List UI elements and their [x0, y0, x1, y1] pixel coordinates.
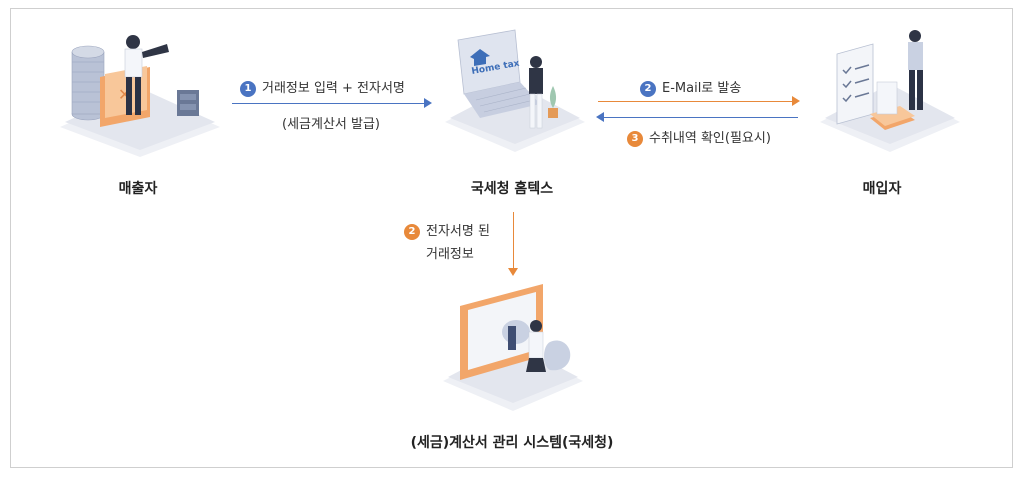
arrow-head [424, 98, 432, 108]
step-badge: 3 [627, 131, 643, 147]
edge4-text-line1: 전자서명 된 [426, 224, 490, 239]
edge2-arrow [598, 96, 800, 106]
edge4-arrow [508, 212, 518, 276]
edge2-text: E-Mail로 발송 [662, 81, 742, 96]
step-badge: 2 [404, 224, 420, 240]
arrow-head [508, 268, 518, 276]
seller-label: 매출자 [118, 181, 158, 197]
edge3-text: 수취내역 확인(필요시) [649, 131, 771, 146]
edge3-label: 3 수취내역 확인(필요시) [627, 127, 771, 147]
buyer-label: 매입자 [862, 181, 902, 197]
arrow-head [596, 112, 604, 122]
step-badge: 1 [240, 81, 256, 97]
system-label: (세금)계산서 관리 시스템(국세청) [410, 435, 614, 451]
edge2-label: 2 E-Mail로 발송 [640, 77, 741, 97]
edge1-text-line1: 거래정보 입력 + 전자서명 [262, 81, 405, 96]
system-illustration [443, 284, 583, 411]
edge4-label: 2 전자서명 된 [404, 220, 490, 240]
buyer-illustration [820, 30, 960, 152]
edge3-arrow [596, 112, 798, 122]
edge1-text-line2: (세금계산서 발급) [282, 117, 380, 132]
arrow-head [792, 96, 800, 106]
step-badge: 2 [640, 81, 656, 97]
edge1-arrow [232, 98, 432, 108]
edge4-text-line2: 거래정보 [426, 247, 474, 262]
seller-illustration: ✕ [60, 35, 220, 157]
edge1-label: 1 거래정보 입력 + 전자서명 [240, 77, 405, 97]
hometax-illustration: Home tax [445, 29, 585, 152]
hometax-label: 국세청 홈텍스 [470, 181, 554, 197]
